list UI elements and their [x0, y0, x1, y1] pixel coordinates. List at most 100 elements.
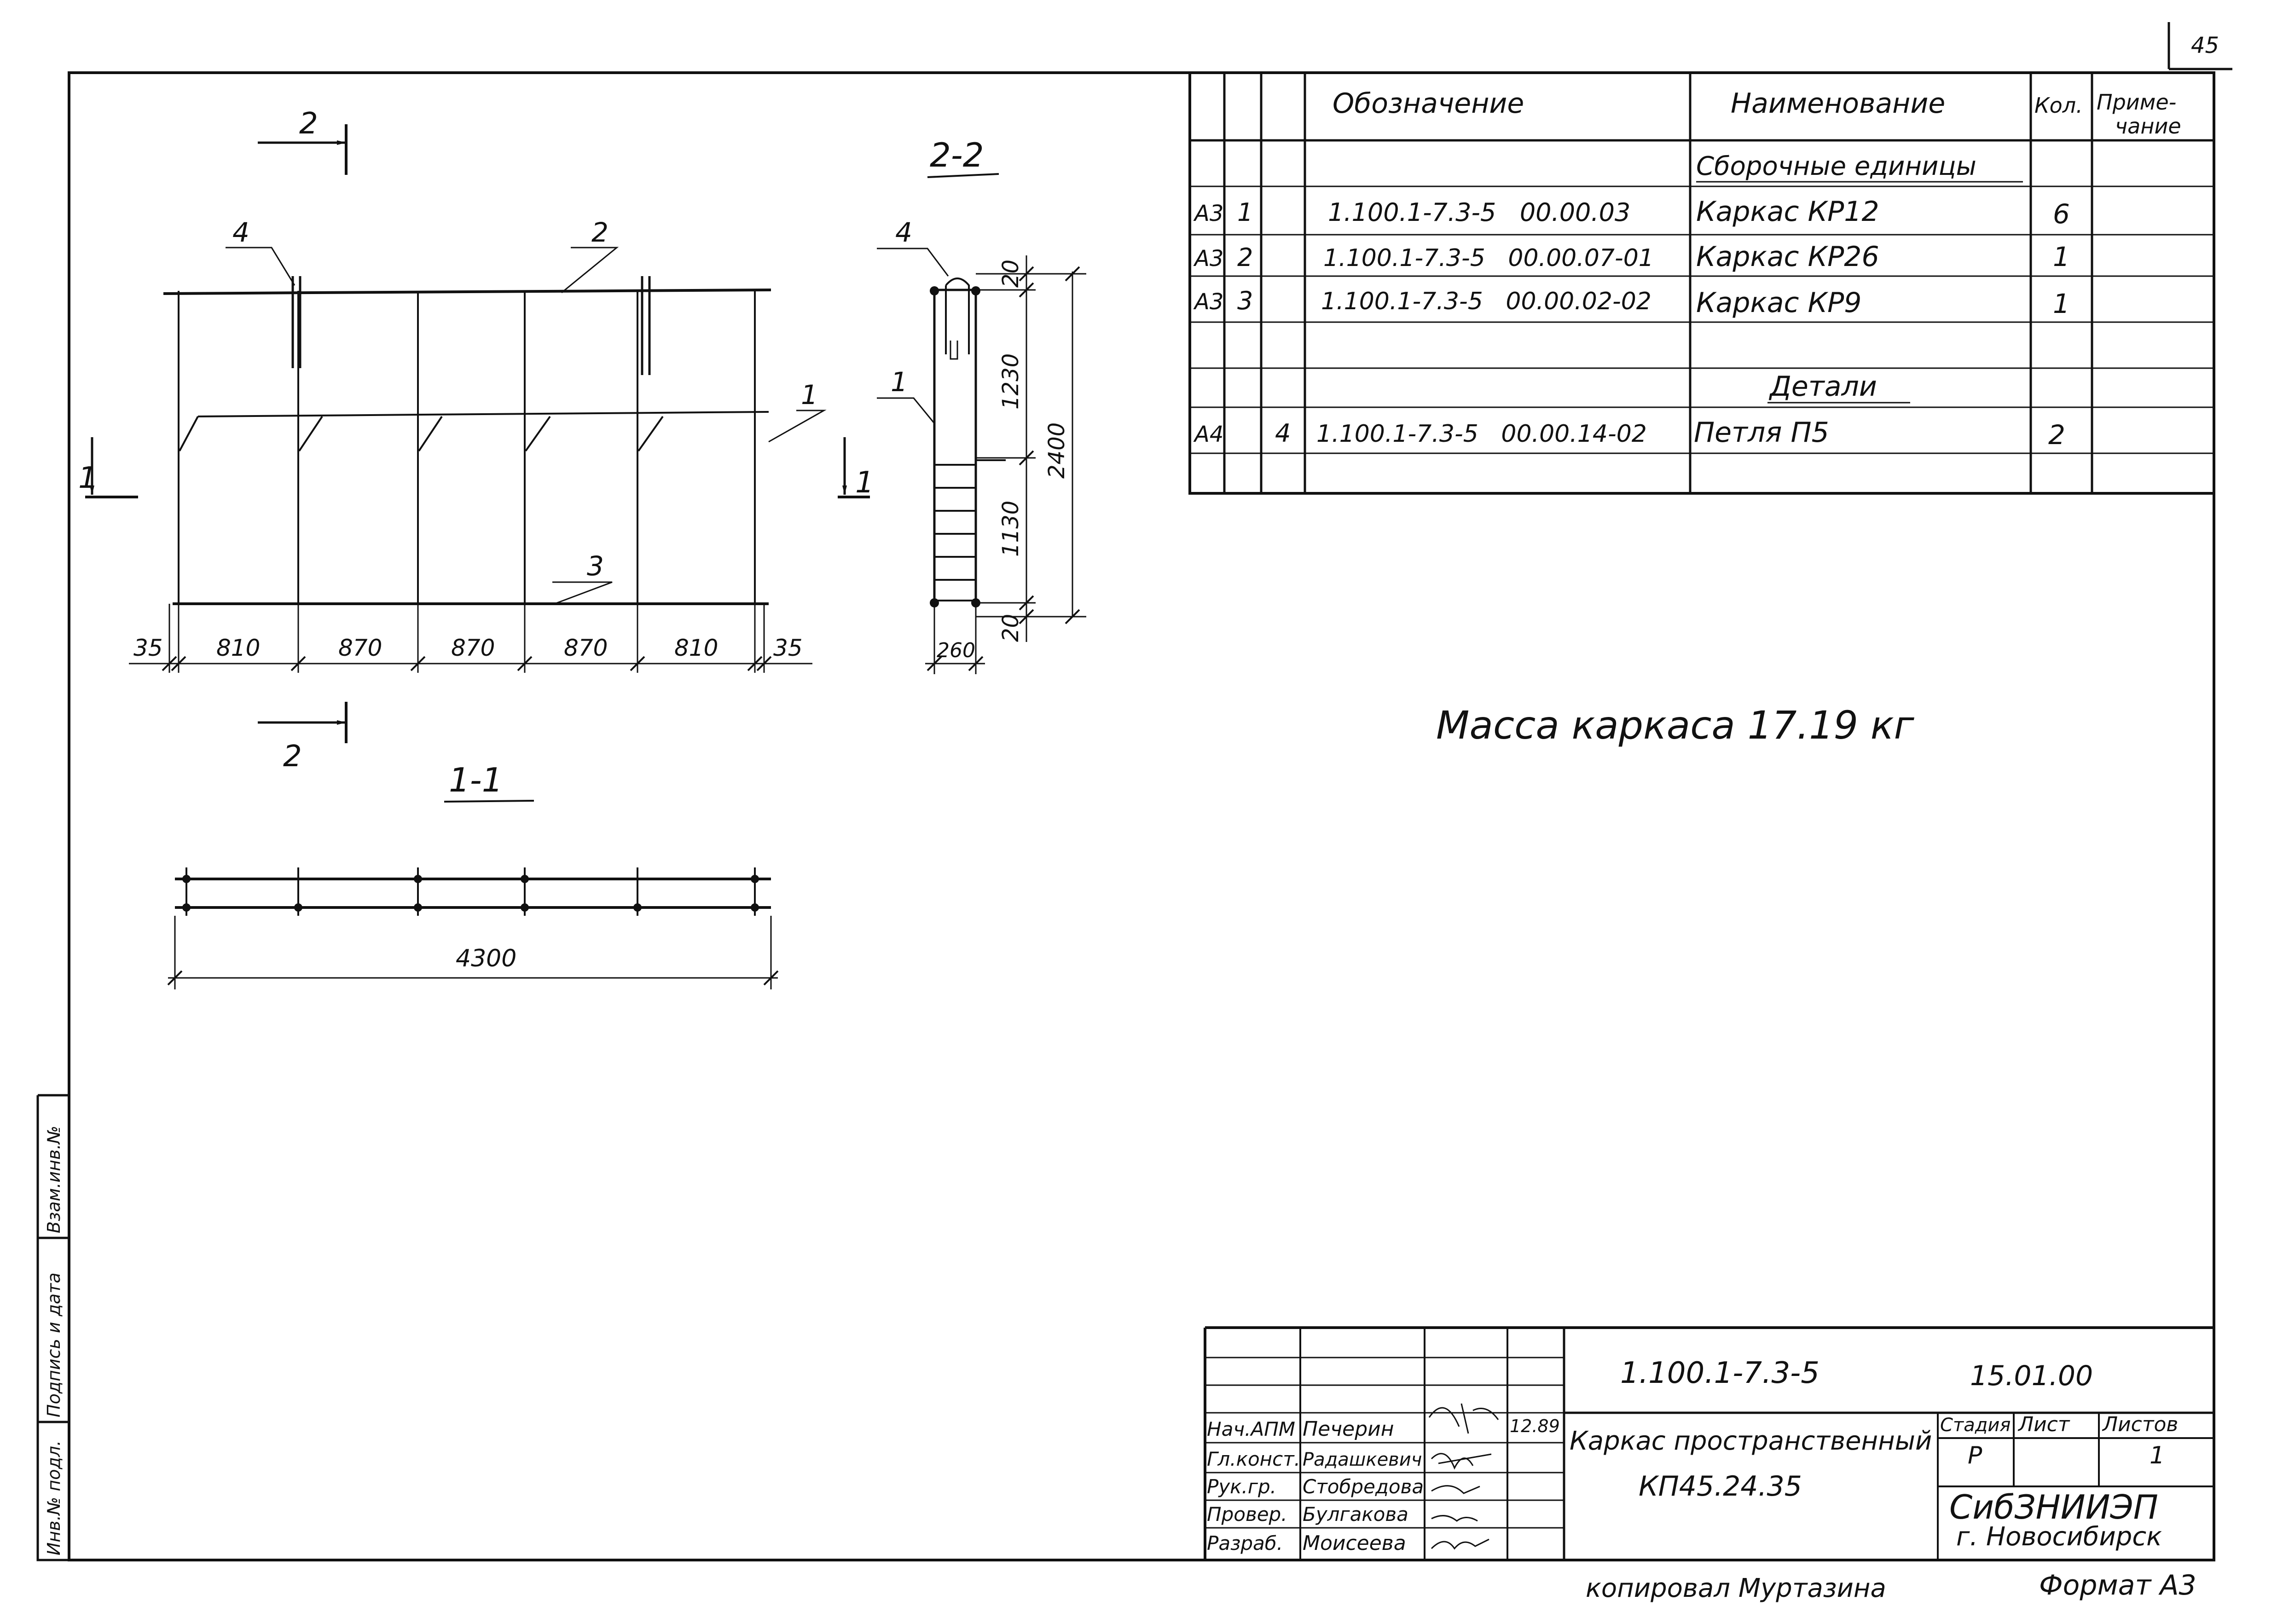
section-1-1-title: 1-1 — [449, 761, 503, 799]
top-longitudinal-bar — [163, 289, 771, 295]
spec-row-designation: 1.100.1-7.3-5 00.00.14-02 — [1316, 420, 1647, 448]
dim-810-left: 810 — [216, 635, 260, 661]
dim-2-2-lower: 1130 — [998, 501, 1024, 557]
section-1-1-view: 1-1 4300 — [167, 761, 779, 989]
spec-row-pos: 1 — [1237, 198, 1253, 227]
spec-row-designation: 1.100.1-7.3-5 00.00.03 — [1328, 198, 1630, 227]
spec-header-note-1: Приме- — [2097, 90, 2176, 115]
spec-row-pos: 2 — [1237, 243, 1253, 272]
spec-row-name: Петля П5 — [1694, 416, 1829, 449]
dim-810-right: 810 — [674, 635, 718, 661]
role-label: Разраб. — [1207, 1532, 1283, 1555]
title-sheets-value: 1 — [2150, 1442, 2165, 1469]
mass-note: Масса каркаса 17.19 кг — [1436, 703, 1915, 748]
specification-table: Обозначение Наименование Кол. Приме- чан… — [1188, 73, 2214, 495]
callout-pos-1: 1 — [801, 379, 818, 410]
role-name: Булгакова — [1303, 1503, 1408, 1526]
role-label: Нач.АПМ — [1207, 1418, 1295, 1440]
spec-row-format: A3 — [1193, 289, 1223, 315]
elevation-view: 2 2 1 1 — [78, 107, 874, 774]
title-line-2: КП45.24.35 — [1639, 1470, 1802, 1503]
dim-2-2-total: 2400 — [1044, 422, 1070, 479]
spec-row-1: A3 1 1.100.1-7.3-5 00.00.03 Каркас КР12 … — [1193, 196, 2070, 230]
dim-870-1: 870 — [338, 635, 382, 661]
title-org-line-2: г. Новосибирск — [1956, 1522, 2162, 1552]
elevation-dimension-line: 35 810 870 870 870 810 35 — [129, 604, 812, 673]
spec-row-qty: 6 — [2053, 198, 2070, 230]
spec-header-designation: Обозначение — [1333, 87, 1524, 120]
role-name: Печерин — [1303, 1417, 1394, 1441]
spec-row-4: A4 4 1.100.1-7.3-5 00.00.14-02 Петля П5 … — [1193, 416, 2065, 451]
title-roles: Нач.АПМ Печерин Гл.конст. Радашкевич Рук… — [1207, 1417, 1424, 1555]
spec-header-note-2: чание — [2115, 114, 2181, 139]
spec-row-format: A4 — [1193, 422, 1223, 447]
vertical-frames — [178, 291, 756, 604]
lifting-loops — [291, 276, 651, 375]
strip-signature-date: Подпись и дата — [44, 1272, 64, 1417]
section-2-2-view: 2-2 4 1 20 1230 — [877, 136, 1086, 674]
section-2-2-bar-dots — [930, 286, 980, 607]
role-label: Гл.конст. — [1207, 1448, 1300, 1470]
section-1-1-bar-dots — [182, 875, 759, 912]
spec-row-qty: 1 — [2053, 241, 2070, 272]
left-binding-strip: Взам.инв.№ Подпись и дата Инв.№ подл. — [36, 1094, 69, 1561]
sheet-number-box: 45 — [2167, 22, 2232, 70]
spec-row-format: A3 — [1193, 201, 1223, 226]
spec-row-qty: 2 — [2048, 419, 2065, 451]
dim-870-2: 870 — [451, 635, 495, 661]
callout-pos-4: 4 — [232, 217, 249, 248]
elevation-callouts: 4 2 1 3 — [226, 217, 827, 605]
title-sheets-label: Листов — [2102, 1413, 2178, 1436]
dim-2-2-bottom: 20 — [998, 614, 1024, 642]
section-2-marker-top: 2 — [299, 107, 318, 141]
callout-pos-2: 2 — [591, 217, 608, 248]
section-2-marker-bottom: 2 — [283, 740, 302, 774]
section-1-1-verticals — [185, 867, 756, 916]
section-1-marker-left: 1 — [78, 461, 97, 495]
dim-2-2-width: 260 — [937, 639, 975, 662]
format-label: Формат А3 — [2039, 1569, 2196, 1601]
section-2-2-vertical-dims: 20 1230 1130 20 2400 — [976, 255, 1086, 642]
title-stage-label: Стадия — [1940, 1415, 2011, 1436]
signatures — [1428, 1403, 1499, 1550]
spec-group-details: Детали — [1768, 370, 1877, 403]
copied-by: копировал Муртазина — [1586, 1573, 1886, 1603]
title-line-1: Каркас пространственный — [1570, 1426, 1932, 1456]
title-org-line-1: СибЗНИИЭП — [1949, 1488, 2158, 1526]
drawing-frame — [68, 71, 2215, 1561]
section-2-2-title: 2-2 — [930, 136, 984, 174]
role-label: Рук.гр. — [1207, 1475, 1276, 1498]
strip-inv-original: Инв.№ подл. — [44, 1440, 64, 1555]
spec-row-pos: 4 — [1275, 419, 1291, 448]
spec-row-name: Каркас КР9 — [1696, 287, 1861, 319]
title-sheet-label: Лист — [2017, 1413, 2070, 1436]
diagonal-bars — [179, 416, 664, 452]
spec-group-assembly: Сборочные единицы — [1696, 151, 1976, 181]
spec-header-qty: Кол. — [2034, 93, 2083, 118]
title-date-entry: 12.89 — [1510, 1416, 1560, 1436]
middle-bar — [197, 411, 769, 417]
dim-870-3: 870 — [564, 635, 608, 661]
callout-pos-3: 3 — [587, 550, 604, 582]
role-name: Радашкевич — [1303, 1449, 1422, 1470]
role-name: Стобредова — [1303, 1475, 1424, 1498]
title-block: 1.100.1-7.3-5 15.01.00 Каркас пространст… — [1204, 1326, 2214, 1560]
spec-row-3: A3 3 1.100.1-7.3-5 00.00.02-02 Каркас КР… — [1193, 286, 2070, 319]
spec-row-name: Каркас КР26 — [1696, 241, 1879, 273]
spec-row-format: A3 — [1193, 246, 1223, 272]
title-stage-value: Р — [1968, 1442, 1982, 1469]
spec-row-designation: 1.100.1-7.3-5 00.00.02-02 — [1321, 288, 1651, 315]
spec-header-name: Наименование — [1731, 87, 1945, 120]
section-2-2-callout-pos-4: 4 — [895, 217, 912, 248]
section-2-2-rungs — [934, 459, 1006, 601]
role-name: Моисеева — [1303, 1532, 1406, 1555]
title-document-code: 1.100.1-7.3-5 — [1620, 1356, 1819, 1390]
spec-row-pos: 3 — [1237, 286, 1253, 315]
title-date-code: 15.01.00 — [1970, 1360, 2093, 1392]
strip-replace-inv: Взам.инв.№ — [44, 1126, 64, 1233]
section-2-2-width-dim: 260 — [925, 605, 985, 674]
spec-row-2: A3 2 1.100.1-7.3-5 00.00.07-01 Каркас КР… — [1193, 241, 2070, 273]
dim-35-left: 35 — [133, 635, 163, 661]
section-1-marker-right: 1 — [855, 466, 874, 500]
